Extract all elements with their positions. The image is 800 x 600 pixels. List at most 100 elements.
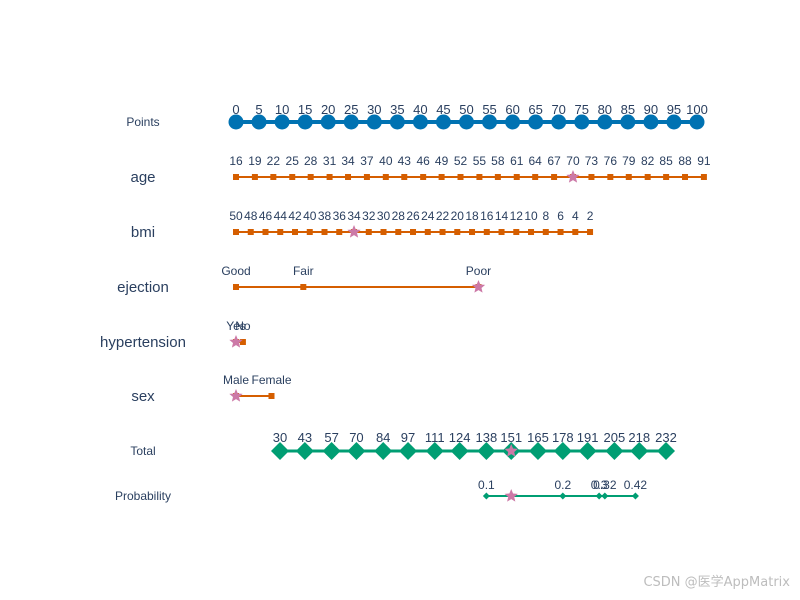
hypertension-selected-star (229, 335, 243, 348)
age-tick-label: 91 (697, 154, 711, 168)
total-tick-label: 97 (401, 430, 415, 445)
bmi-tick-marker (306, 229, 313, 235)
points-marker (528, 114, 544, 130)
age-tick-marker (270, 174, 277, 180)
bmi-tick-marker (528, 229, 535, 235)
bmi-tick-label: 6 (557, 209, 564, 223)
age-tick-label: 58 (491, 154, 505, 168)
points-marker (459, 114, 474, 130)
points-tick-label: 60 (505, 102, 519, 117)
bmi-tick-label: 28 (392, 209, 406, 223)
bmi-tick-label: 4 (572, 209, 579, 223)
probability-marker (631, 492, 639, 500)
points-tick-label: 85 (621, 102, 635, 117)
bmi-tick-marker (247, 229, 254, 235)
total-tick-label: 178 (552, 430, 574, 445)
age-tick-label: 64 (529, 154, 543, 168)
bmi-tick-marker (424, 229, 431, 235)
age-tick-label: 46 (416, 154, 430, 168)
total-tick-label: 57 (324, 430, 338, 445)
total-marker (347, 442, 366, 460)
age-tick-label: 22 (267, 154, 281, 168)
points-tick-label: 10 (275, 102, 289, 117)
points-marker (482, 114, 498, 130)
probability-tick-label: 0.42 (624, 478, 648, 492)
bmi-tick-label: 18 (465, 209, 479, 223)
ejection-tick-label: Poor (466, 264, 491, 278)
age-tick-label: 43 (398, 154, 412, 168)
age-tick-marker (588, 174, 595, 180)
total-marker (553, 442, 572, 460)
probability-marker (595, 492, 603, 500)
age-tick-marker (251, 174, 258, 180)
age-tick-marker (307, 174, 314, 180)
bmi-tick-marker (483, 229, 490, 235)
age-tick-marker (289, 174, 296, 180)
points-tick-label: 40 (413, 102, 427, 117)
bmi-tick-label: 16 (480, 209, 494, 223)
age-tick-marker (382, 174, 389, 180)
total-selected-star (504, 444, 518, 457)
probability-marker (559, 492, 567, 500)
bmi-tick-marker (277, 229, 284, 235)
age-tick-label: 79 (622, 154, 636, 168)
probability-selected-star (504, 489, 518, 502)
bmi-tick-marker (587, 229, 594, 235)
points-marker (574, 114, 590, 130)
age-tick-label: 49 (435, 154, 449, 168)
age-tick-label: 52 (454, 154, 468, 168)
watermark: CSDN @医学AppMatrix (643, 575, 790, 590)
age-tick-marker (438, 174, 445, 180)
age-tick-label: 85 (659, 154, 673, 168)
total-marker (322, 442, 341, 460)
age-tick-label: 73 (585, 154, 599, 168)
bmi-tick-label: 32 (362, 209, 376, 223)
row-label-ejection: ejection (117, 279, 169, 296)
points-marker (412, 114, 428, 130)
age-tick-marker (700, 174, 707, 180)
total-tick-label: 138 (476, 430, 498, 445)
total-tick-label: 232 (655, 430, 677, 445)
points-marker (620, 114, 636, 130)
age-tick-marker (532, 174, 539, 180)
points-tick-label: 25 (344, 102, 358, 117)
points-marker (343, 114, 359, 130)
age-tick-label: 28 (304, 154, 318, 168)
total-marker (271, 442, 289, 460)
points-tick-label: 90 (644, 102, 658, 117)
points-tick-label: 80 (598, 102, 612, 117)
row-label-points: Points (126, 115, 159, 129)
age-tick-marker (644, 174, 651, 180)
row-label-age: age (130, 169, 155, 186)
total-marker (605, 442, 624, 460)
bmi-tick-marker (513, 229, 520, 235)
points-marker (551, 114, 567, 130)
points-marker (666, 114, 682, 130)
points-marker (366, 114, 382, 130)
bmi-tick-marker (262, 229, 269, 235)
bmi-tick-marker (439, 229, 446, 235)
age-tick-label: 61 (510, 154, 524, 168)
age-tick-marker (420, 174, 427, 180)
points-marker (643, 114, 659, 130)
bmi-tick-marker (380, 229, 387, 235)
total-marker (657, 442, 675, 460)
bmi-tick-marker (469, 229, 476, 235)
total-marker (374, 442, 393, 460)
row-label-bmi: bmi (131, 224, 155, 241)
ejection-tick-label: Good (221, 264, 250, 278)
sex-tick-marker (268, 393, 275, 399)
points-tick-label: 95 (667, 102, 681, 117)
age-tick-label: 37 (360, 154, 374, 168)
bmi-tick-marker (292, 229, 299, 235)
total-marker (425, 442, 444, 460)
total-tick-label: 111 (425, 430, 445, 445)
total-tick-label: 84 (376, 430, 390, 445)
age-tick-marker (551, 174, 558, 180)
age-selected-star (566, 170, 580, 183)
row-label-hypertension: hypertension (100, 334, 186, 351)
total-tick-label: 30 (273, 430, 287, 445)
bmi-tick-label: 8 (542, 209, 549, 223)
bmi-tick-marker (321, 229, 328, 235)
